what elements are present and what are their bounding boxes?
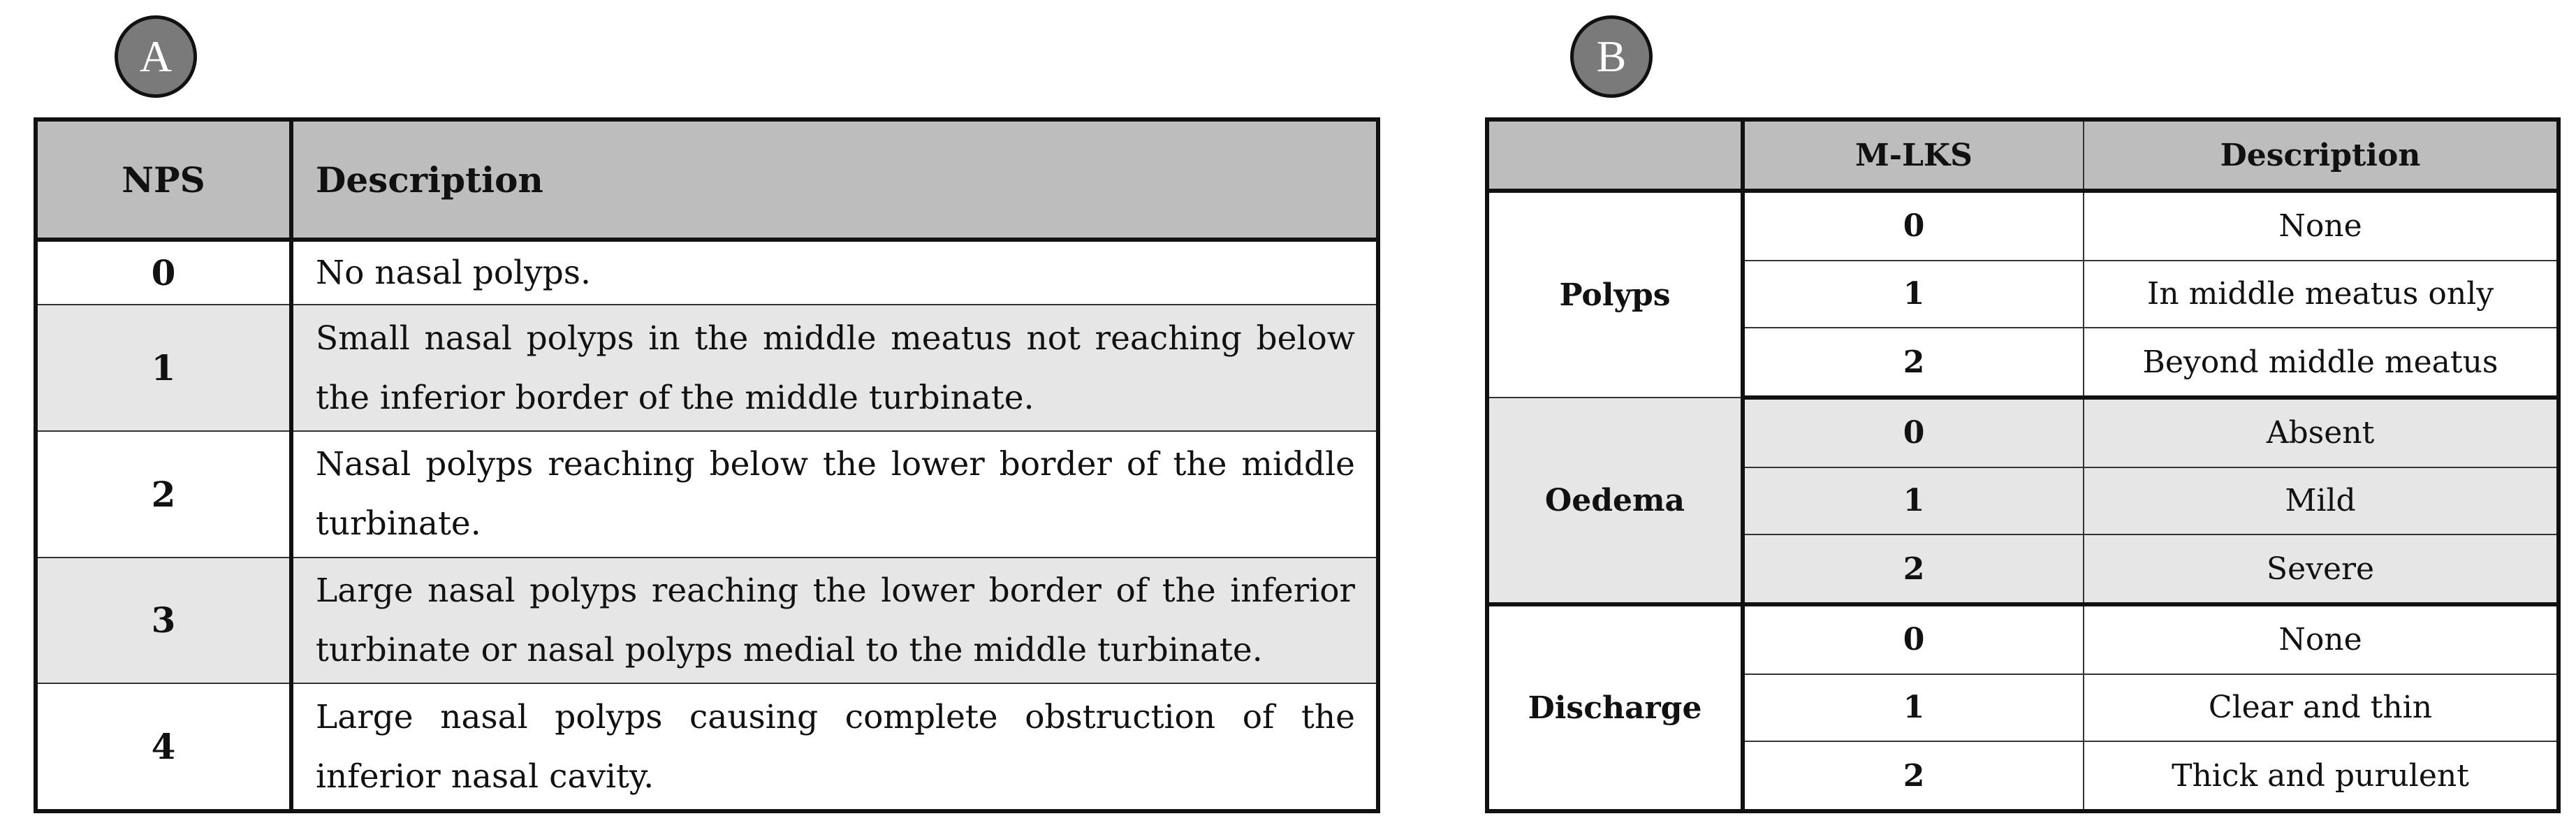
mlks-table: M-LKS Description Polyps 0 None 1 In mid… [1485, 117, 2561, 813]
table-row: 2 Nasal polyps reaching below the lower … [35, 430, 1379, 558]
mlks-group-discharge: Discharge 0 None 1 Clear and thin 2 Thic… [1486, 604, 2559, 812]
table-row: 3 Large nasal polyps reaching the lower … [35, 556, 1379, 685]
mlks-description: Thick and purulent [2083, 741, 2559, 812]
mlks-description-header: Description [2083, 119, 2559, 193]
nps-description: Nasal polyps reaching below the lower bo… [291, 430, 1379, 558]
table-row: 0 No nasal polyps. [35, 238, 1379, 306]
nps-description-header: Description [291, 119, 1379, 242]
mlks-score: 1 [1742, 259, 2084, 329]
table-row: Discharge 0 None [1486, 604, 2559, 812]
mlks-header-row: M-LKS Description [1486, 119, 2559, 193]
table-row: 1 Mild [1487, 466, 2559, 536]
nps-header-row: NPS Description [35, 119, 1379, 242]
nps-score: 2 [35, 430, 293, 558]
mlks-category: Polyps [1486, 190, 1745, 398]
mlks-score: 0 [1742, 397, 2084, 468]
mlks-description: None [2083, 604, 2559, 675]
nps-description: Small nasal polyps in the middle meatus … [291, 304, 1379, 432]
mlks-category-header [1486, 119, 1745, 193]
mlks-score: 2 [1742, 741, 2084, 812]
mlks-description: Clear and thin [2083, 673, 2559, 743]
mlks-category: Discharge [1486, 604, 1745, 812]
panel-a-badge: A [115, 15, 197, 98]
mlks-description: Beyond middle meatus [2083, 327, 2559, 400]
table-row: 2 Beyond middle meatus [1487, 327, 2559, 400]
table-row: 1 Clear and thin [1487, 673, 2559, 743]
mlks-score: 2 [1742, 534, 2084, 606]
mlks-group-oedema: Oedema 0 Absent 1 Mild 2 Severe [1486, 397, 2559, 606]
table-row: 2 Thick and purulent [1487, 741, 2559, 812]
mlks-description: Absent [2083, 397, 2559, 468]
mlks-description: Severe [2083, 534, 2559, 606]
mlks-score: 2 [1742, 327, 2084, 400]
nps-score: 3 [35, 556, 293, 685]
table-row: Polyps 0 None [1486, 190, 2559, 398]
table-row: 1 In middle meatus only [1487, 259, 2559, 329]
mlks-score: 0 [1742, 190, 2084, 261]
mlks-group-polyps: Polyps 0 None 1 In middle meatus only 2 … [1486, 190, 2559, 400]
mlks-score-header: M-LKS [1742, 119, 2084, 193]
nps-score-header: NPS [35, 119, 293, 242]
nps-score: 4 [35, 683, 293, 812]
panel-b-badge: B [1570, 15, 1653, 98]
table-row: 2 Severe [1487, 534, 2559, 606]
mlks-category: Oedema [1486, 397, 1745, 606]
nps-description: Large nasal polyps causing complete obst… [291, 683, 1379, 812]
mlks-score: 0 [1742, 604, 2084, 675]
table-row: Oedema 0 Absent [1486, 397, 2559, 606]
mlks-description: In middle meatus only [2083, 259, 2559, 329]
nps-score: 0 [35, 238, 293, 306]
nps-score: 1 [35, 304, 293, 432]
mlks-description: Mild [2083, 466, 2559, 536]
mlks-description: None [2083, 190, 2559, 261]
nps-description: Large nasal polyps reaching the lower bo… [291, 556, 1379, 685]
mlks-score: 1 [1742, 673, 2084, 743]
table-row: 1 Small nasal polyps in the middle meatu… [35, 304, 1379, 432]
nps-description: No nasal polyps. [291, 238, 1379, 306]
nps-table: NPS Description 0 No nasal polyps. 1 Sma… [34, 117, 1380, 813]
table-row: 4 Large nasal polyps causing complete ob… [35, 683, 1379, 812]
mlks-score: 1 [1742, 466, 2084, 536]
